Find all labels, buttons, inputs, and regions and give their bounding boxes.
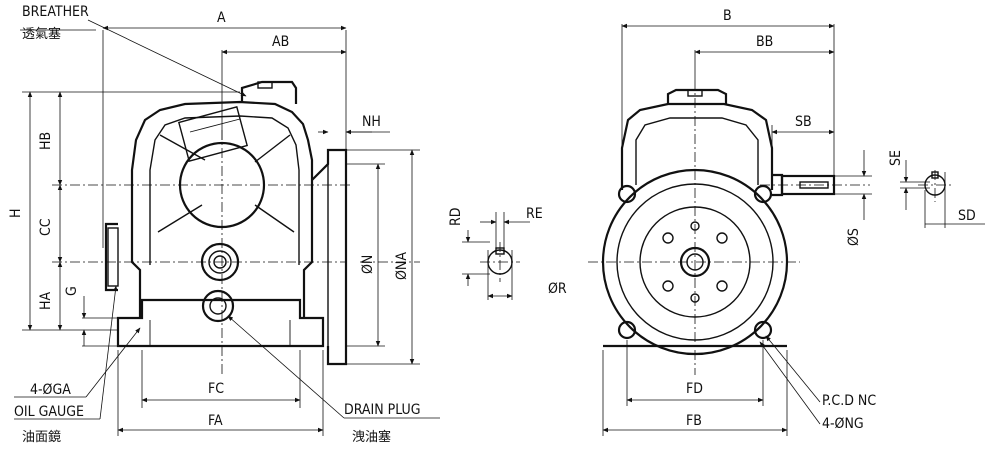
front-view-dimensions	[602, 23, 985, 436]
oil-gauge-label: OIL GAUGE	[14, 404, 84, 420]
dim-ha-label: HA	[38, 292, 54, 310]
dim-nh-label: NH	[362, 114, 381, 130]
ga-label: 4-ØGA	[30, 382, 71, 398]
keyway-detail	[462, 212, 530, 300]
dim-g-label: G	[64, 286, 80, 296]
dim-bb-label: BB	[756, 34, 773, 50]
dim-re-label: RE	[526, 206, 543, 222]
dim-rd-label: RD	[448, 208, 464, 226]
ng-label: 4-ØNG	[822, 416, 864, 432]
dim-fa-label: FA	[208, 413, 223, 429]
drain-plug-label: DRAIN PLUG	[344, 402, 421, 418]
breather-cn-label: 透氣塞	[22, 26, 61, 42]
breather-label: BREATHER	[22, 4, 89, 20]
dim-na-label: ØNA	[394, 252, 410, 280]
dim-r-label: ØR	[548, 281, 567, 297]
dim-n-label: ØN	[360, 255, 376, 274]
side-view-dimensions	[14, 19, 440, 436]
side-view	[52, 80, 420, 375]
dim-s-label: ØS	[846, 228, 862, 246]
dim-se-label: SE	[888, 150, 904, 166]
dim-a-label: A	[217, 10, 226, 26]
oil-gauge-cn-label: 油面鏡	[22, 430, 61, 445]
drain-plug-cn-label: 洩油塞	[352, 429, 391, 445]
dim-h-label: H	[8, 209, 24, 218]
dim-fd-label: FD	[686, 381, 703, 397]
pcd-label: P.C.D NC	[822, 393, 876, 409]
dim-fb-label: FB	[686, 413, 702, 429]
dim-hb-label: HB	[38, 132, 54, 150]
dim-b-label: B	[723, 8, 732, 24]
dim-sb-label: SB	[795, 114, 812, 130]
front-view	[588, 80, 952, 375]
dim-fc-label: FC	[208, 381, 224, 397]
dim-ab-label: AB	[272, 34, 289, 50]
dim-cc-label: CC	[38, 218, 54, 236]
dim-sd-label: SD	[958, 208, 976, 224]
